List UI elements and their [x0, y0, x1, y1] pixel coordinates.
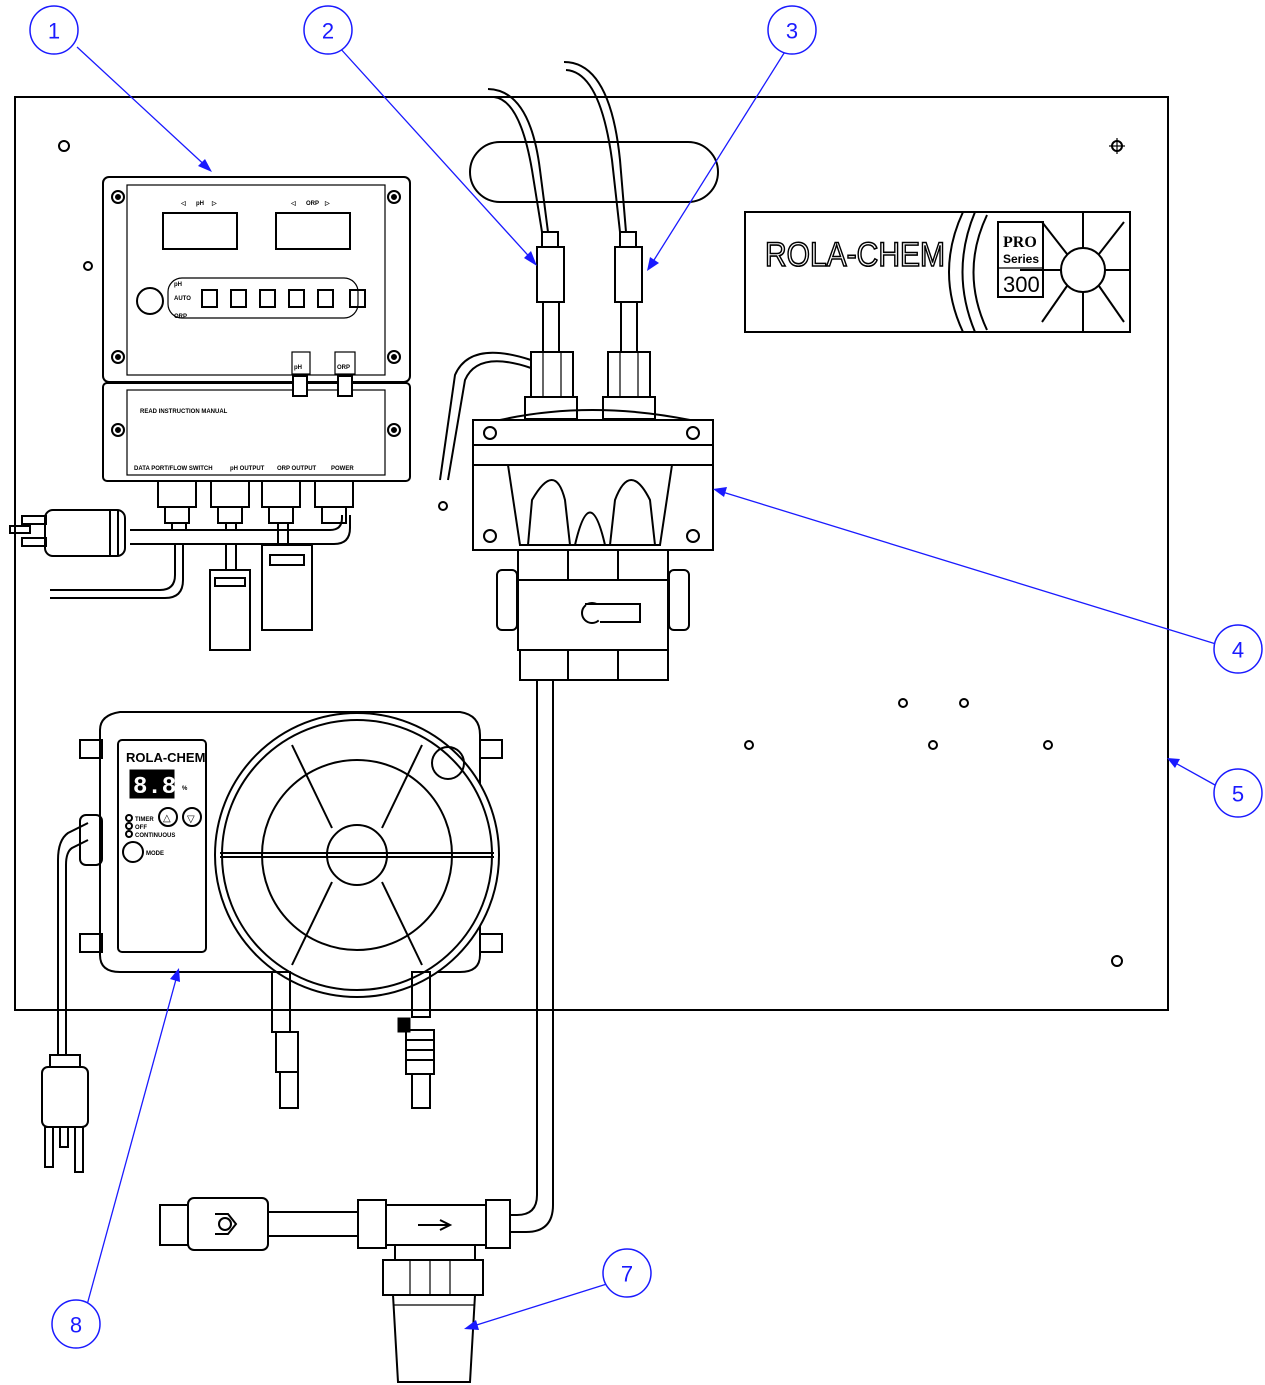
receptacle-plug	[209, 569, 251, 651]
port-data-label: DATA PORT/FLOW SWITCH	[134, 466, 213, 472]
pump-power-plug	[41, 1066, 89, 1128]
ph-probe	[536, 246, 565, 303]
indicator-auto: AUTO	[174, 296, 191, 302]
pump-display	[129, 769, 175, 799]
callout-4: 4	[1213, 624, 1263, 674]
orp-probe	[614, 246, 643, 303]
svg-text:2: 2	[322, 19, 334, 44]
svg-text:3: 3	[786, 19, 798, 44]
orp-display	[275, 212, 351, 250]
port-orp-label: ORP OUTPUT	[277, 466, 317, 472]
controller-key	[259, 289, 276, 308]
tab-ph: pH	[294, 365, 302, 371]
pump-control-panel	[117, 739, 207, 953]
callout-1: 1	[29, 5, 79, 55]
ph-display	[162, 212, 238, 250]
indicator-orp: ORP	[174, 314, 187, 320]
pump-mode-continuous: CONTINUOUS	[135, 833, 175, 839]
svg-text:▷: ▷	[211, 200, 217, 207]
svg-text:△: △	[163, 813, 171, 824]
strainer-bowl	[391, 1294, 477, 1383]
indicator-ph: pH	[174, 282, 182, 288]
pump-down-button[interactable]	[182, 807, 202, 827]
callout-2: 2	[303, 5, 353, 55]
callout-5: 5	[1213, 768, 1263, 818]
pump-brand: ROLA-CHEM	[126, 750, 205, 765]
sensor-flow-cell	[439, 61, 714, 1233]
svg-text:1: 1	[48, 19, 60, 44]
controller-ph-label: pH	[196, 201, 204, 207]
svg-text:7: 7	[621, 1262, 633, 1287]
pump-up-button[interactable]	[158, 807, 178, 827]
svg-text:▽: ▽	[187, 814, 195, 825]
svg-text:5: 5	[1232, 782, 1244, 807]
logo-plate: ROLA-CHEM PRO Series 300	[744, 211, 1131, 333]
pump-mode-label: MODE	[146, 851, 164, 857]
controller-key	[230, 289, 247, 308]
logo-series-line1: PRO	[1003, 234, 1037, 251]
dosing-pump: ROLA-CHEM 8.8 % △ ▽ TIMER OFF CONTINUOUS…	[41, 711, 503, 1173]
controller-key	[288, 289, 305, 308]
pump-head	[214, 712, 500, 998]
instruction-label: READ INSTRUCTION MANUAL	[140, 409, 228, 415]
controller-unit: ◁ pH ▷ ◁ ORP ▷ pH AUTO ORP pH ORP READ I…	[9, 176, 411, 651]
pump-mode-timer: TIMER	[135, 817, 154, 823]
callout-3: 3	[767, 5, 817, 55]
injection-tee	[159, 1197, 511, 1383]
controller-orp-label: ORP	[306, 201, 319, 207]
power-plug-top	[9, 509, 126, 557]
pump-mode-button[interactable]	[122, 841, 144, 863]
tab-orp: ORP	[337, 365, 350, 371]
svg-text:◁: ◁	[180, 200, 186, 207]
port-ph-label: pH OUTPUT	[230, 466, 265, 472]
svg-text:8: 8	[70, 1313, 82, 1338]
callout-leaders	[76, 46, 1217, 1330]
svg-text:◁: ◁	[290, 200, 296, 207]
svg-text:4: 4	[1232, 638, 1244, 663]
logo-brand: ROLA-CHEM	[765, 236, 945, 274]
logo-series-model: 300	[1003, 272, 1040, 297]
pump-mode-off: OFF	[135, 825, 147, 831]
mounting-panel	[14, 96, 1169, 1011]
controller-key	[201, 289, 218, 308]
svg-text:▷: ▷	[324, 200, 330, 207]
callout-7: 7	[602, 1248, 652, 1298]
controller-key	[317, 289, 334, 308]
port-power-label: POWER	[331, 466, 354, 472]
logo-series-line2: Series	[1003, 252, 1039, 266]
pump-display-value: 8.8	[133, 774, 176, 801]
callout-8: 8	[51, 1299, 101, 1349]
controller-key	[349, 289, 366, 308]
receptacle-plug	[261, 544, 313, 631]
pump-unit: %	[182, 786, 188, 792]
controller-knob	[136, 287, 164, 315]
